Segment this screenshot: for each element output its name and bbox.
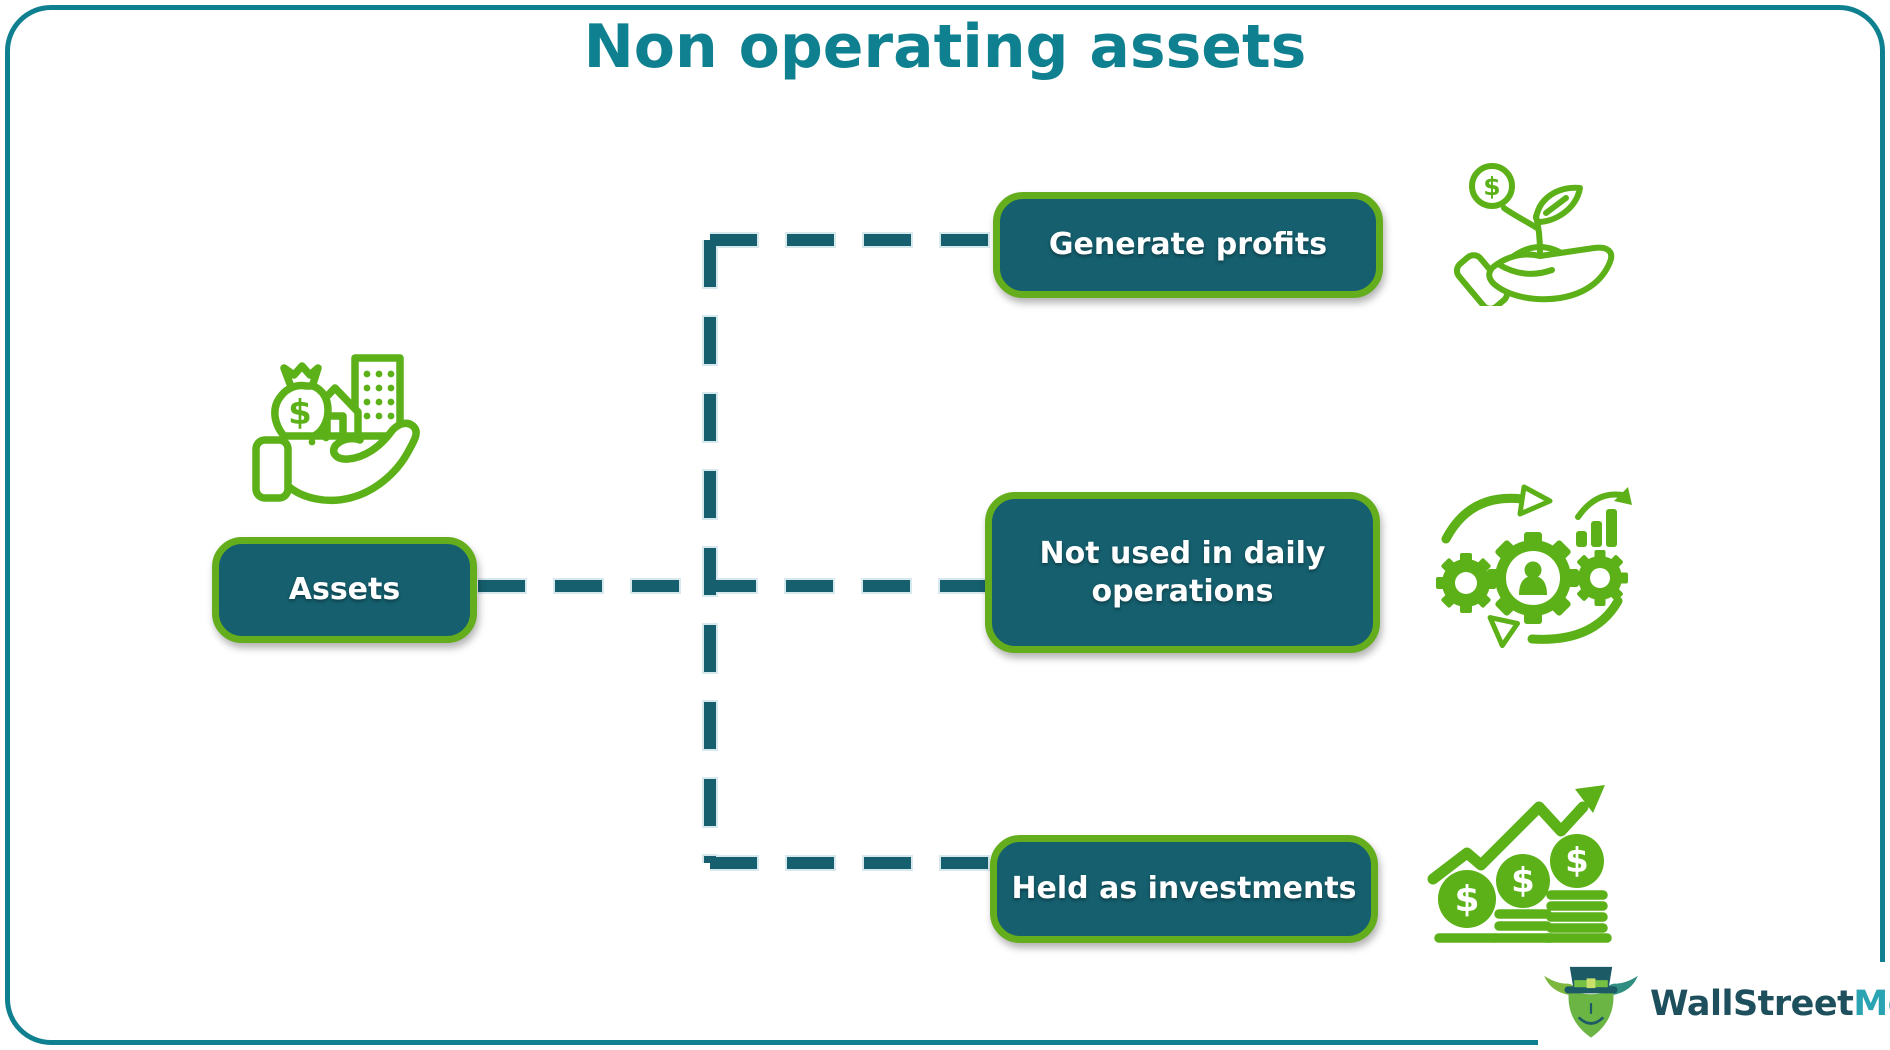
svg-text:$: $ [1565, 841, 1589, 881]
page-title: Non operating assets [583, 12, 1307, 82]
svg-text:$: $ [1454, 879, 1479, 920]
brand-logo: WallStreetMojo [1538, 962, 1890, 1046]
svg-text:$: $ [288, 393, 312, 433]
brand-name: WallStreetMojo [1650, 984, 1890, 1024]
coin-sprout-hand-icon: $ [1453, 163, 1615, 306]
brand-name-accent: Mojo [1853, 984, 1890, 1024]
assets-box-label: Assets [288, 572, 401, 608]
branch-box-not-used-in-daily-operations: Not used in daily operations [985, 492, 1380, 653]
branch-label: Held as investments [1011, 871, 1357, 907]
bull-mascot-icon [1544, 966, 1638, 1038]
branch-box-generate-profits: Generate profits [993, 192, 1383, 298]
branch-label: Not used in daily operations [1039, 536, 1326, 609]
svg-text:$: $ [1511, 861, 1535, 901]
branch-label: Generate profits [1048, 227, 1328, 263]
process-gears-icon [1436, 484, 1632, 649]
brand-name-primary: WallStreet [1650, 984, 1854, 1024]
svg-text:$: $ [1483, 172, 1500, 201]
assets-box: Assets [212, 537, 477, 643]
branch-box-held-as-investments: Held as investments [990, 835, 1378, 943]
rising-coins-icon: $ $ $ [1427, 785, 1612, 943]
assets-in-hand-icon: $ [252, 354, 420, 505]
